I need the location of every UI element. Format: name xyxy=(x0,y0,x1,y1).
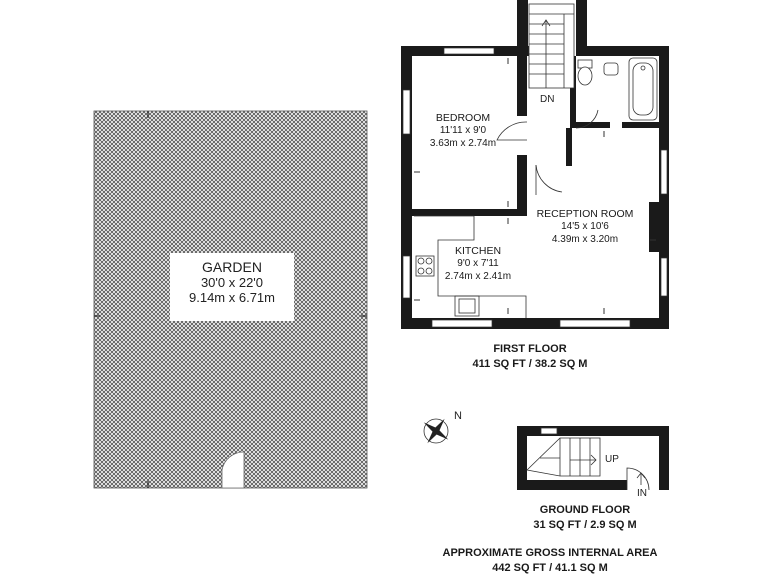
garden-imperial: 30'0 x 22'0 xyxy=(200,275,264,290)
ground-floor-area: 31 SQ FT / 2.9 SQ M xyxy=(533,518,637,531)
garden-label: GARDEN 30'0 x 22'0 9.14m x 6.71m xyxy=(170,253,294,321)
first-floor-caption: FIRST FLOOR 411 SQ FT / 38.2 SQ M xyxy=(440,342,620,372)
ground-floor-walls xyxy=(517,426,669,490)
total-area-value: 442 SQ FT / 41.1 SQ M xyxy=(492,561,608,574)
first-floor-area: 411 SQ FT / 38.2 SQ M xyxy=(472,357,588,370)
dimension-ticks xyxy=(414,58,656,314)
ground-floor-stairs xyxy=(526,427,650,491)
ground-floor-caption: GROUND FLOOR 31 SQ FT / 2.9 SQ M xyxy=(505,503,665,533)
ground-floor-title: GROUND FLOOR xyxy=(539,504,631,516)
room-label-kitchen: KITCHEN 9'0 x 7'11 2.74m x 2.41m xyxy=(438,245,518,283)
room-imperial: 14'5 x 10'6 xyxy=(561,221,609,233)
stair-up-label: UP xyxy=(605,454,619,465)
room-imperial: 9'0 x 7'11 xyxy=(457,258,499,270)
stair-down-label: DN xyxy=(540,94,555,105)
bathroom-fixtures xyxy=(577,57,658,121)
room-name: KITCHEN xyxy=(454,245,502,257)
room-metric: 2.74m x 2.41m xyxy=(444,270,512,282)
kitchen-units xyxy=(414,215,527,318)
compass-rose-icon xyxy=(423,418,449,444)
compass-north-label: N xyxy=(454,410,462,422)
room-label-reception: RECEPTION ROOM 14'5 x 10'6 4.39m x 3.20m xyxy=(530,208,640,246)
first-floor-title: FIRST FLOOR xyxy=(493,343,567,355)
garden-name: GARDEN xyxy=(202,259,262,275)
room-metric: 4.39m x 3.20m xyxy=(551,233,619,245)
doors xyxy=(496,109,599,195)
total-area-caption: APPROXIMATE GROSS INTERNAL AREA 442 SQ F… xyxy=(420,546,680,576)
room-imperial: 11'11 x 9'0 xyxy=(439,125,487,137)
total-area-title: APPROXIMATE GROSS INTERNAL AREA xyxy=(442,547,658,559)
room-name: BEDROOM xyxy=(435,112,491,124)
room-metric: 3.63m x 2.74m xyxy=(429,137,497,149)
room-name: RECEPTION ROOM xyxy=(536,208,634,220)
room-label-bedroom: BEDROOM 11'11 x 9'0 3.63m x 2.74m xyxy=(418,112,508,150)
garden-metric: 9.14m x 6.71m xyxy=(189,290,275,305)
entrance-label: IN xyxy=(637,488,647,499)
first-floor-windows xyxy=(402,47,668,328)
first-floor-stairs xyxy=(528,3,575,89)
